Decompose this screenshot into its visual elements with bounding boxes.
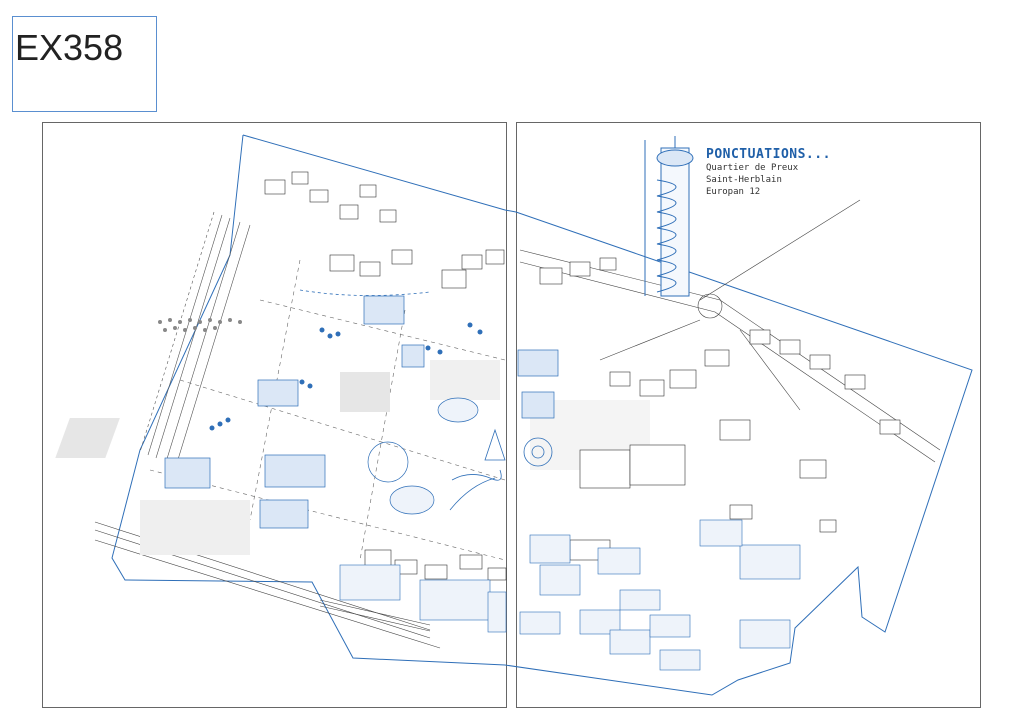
project-title: PONCTUATIONS... xyxy=(706,147,831,162)
project-code-box: EX358 xyxy=(12,16,157,112)
blue-buildings-left xyxy=(164,295,559,529)
tree-cluster xyxy=(158,318,242,332)
subtitle-line-3: Europan 12 xyxy=(706,187,761,197)
title-block: PONCTUATIONS... Quartier de Preux Saint-… xyxy=(706,148,831,197)
dashed-roads xyxy=(149,259,506,561)
project-code: EX358 xyxy=(15,27,124,68)
houses-outline xyxy=(264,171,901,581)
spiral-tower xyxy=(644,136,694,297)
blue-housing-right xyxy=(339,519,801,671)
subtitle-line-1: Quartier de Preux xyxy=(706,163,799,173)
highway xyxy=(139,211,251,467)
site-boundary xyxy=(111,134,973,696)
grass-fields xyxy=(55,360,650,555)
blue-features xyxy=(299,289,553,511)
subtitle-line-2: Saint-Herblain xyxy=(706,175,782,185)
railway xyxy=(94,521,441,649)
trees xyxy=(209,322,483,431)
